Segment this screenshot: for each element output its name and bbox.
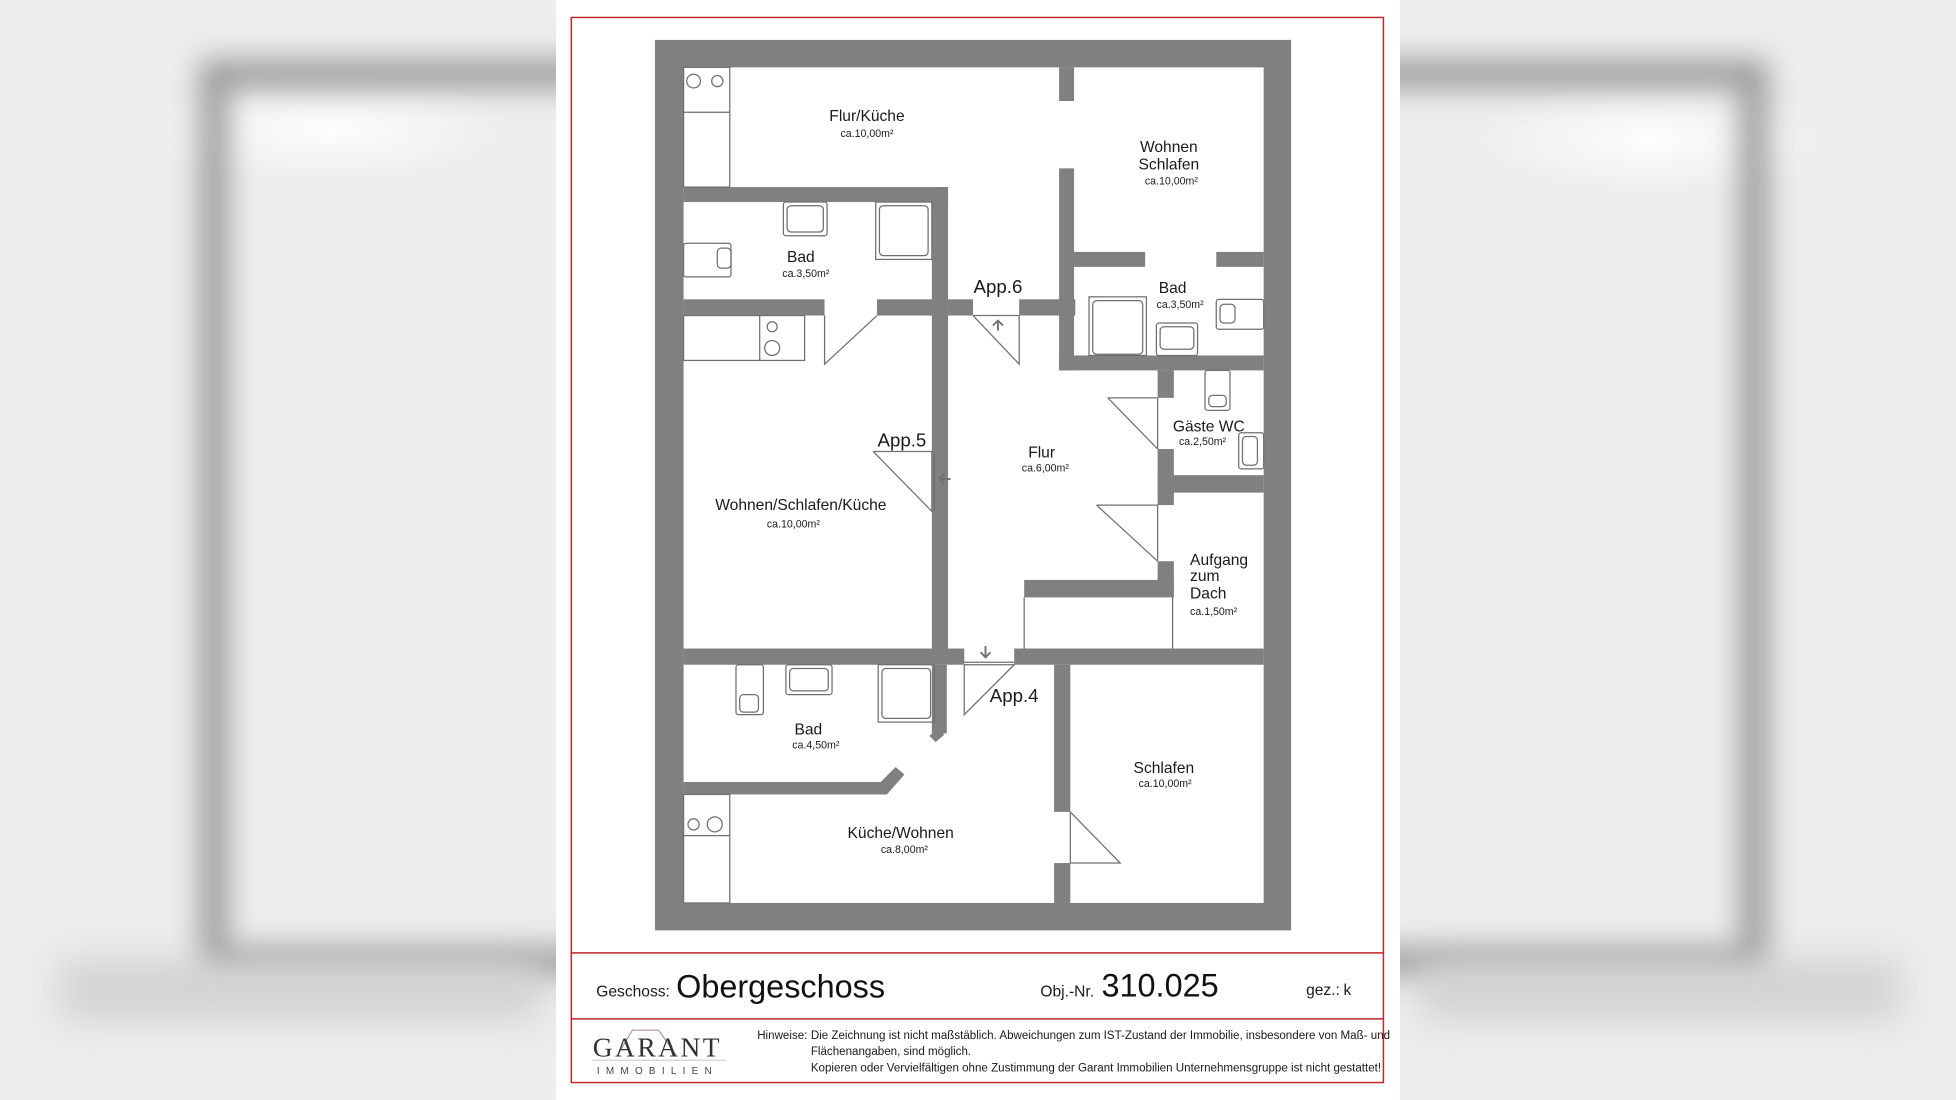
room-labels: Flur/Küche ca.10,00m² Wohnen Schlafen ca… bbox=[715, 108, 1248, 856]
room-area: ca.2,50m² bbox=[1179, 436, 1227, 448]
garant-logo: GARANT IMMOBILIEN bbox=[592, 1029, 727, 1077]
drawn-by-value: k bbox=[1344, 982, 1352, 999]
apartment-label: App.5 bbox=[877, 429, 926, 450]
room-name: Schlafen bbox=[1134, 760, 1195, 777]
room-name: Wohnen/Schlafen/Küche bbox=[715, 497, 886, 514]
blurred-band bbox=[1420, 960, 1900, 1020]
apartment-label: App.4 bbox=[990, 685, 1039, 706]
room-name: Flur bbox=[1028, 445, 1055, 462]
room-name: Schlafen bbox=[1139, 157, 1200, 174]
room-area: ca.1,50m² bbox=[1190, 606, 1238, 618]
room-name: zum bbox=[1190, 568, 1219, 585]
floor-value: Obergeschoss bbox=[676, 969, 885, 1005]
room-area: ca.6,00m² bbox=[1022, 462, 1070, 474]
room-area: ca.3,50m² bbox=[1157, 299, 1205, 311]
room-name: Aufgang bbox=[1190, 552, 1248, 569]
object-number-label: Obj.-Nr. bbox=[1040, 983, 1094, 1000]
logo-text: GARANT bbox=[593, 1032, 722, 1062]
room-name: Gäste WC bbox=[1173, 419, 1245, 436]
object-number-value: 310.025 bbox=[1101, 967, 1218, 1003]
apartment-label: App.6 bbox=[974, 276, 1023, 297]
room-area: ca.3,50m² bbox=[782, 268, 830, 280]
room-name: Küche/Wohnen bbox=[848, 825, 954, 842]
blurred-band bbox=[60, 960, 540, 1020]
room-area: ca.10,00m² bbox=[1139, 778, 1192, 790]
notes-line-2: Flächenangaben, sind möglich. bbox=[811, 1046, 971, 1058]
notes-label: Hinweise: bbox=[757, 1030, 807, 1042]
fixtures bbox=[682, 66, 1265, 904]
room-area: ca.4,50m² bbox=[792, 739, 840, 751]
logo-subtext: IMMOBILIEN bbox=[597, 1066, 718, 1077]
notes-line-3: Kopieren oder Vervielfältigen ohne Zusti… bbox=[811, 1062, 1381, 1074]
room-area: ca.10,00m² bbox=[767, 519, 820, 531]
notes-line-1: Die Zeichnung ist nicht maßstäblich. Abw… bbox=[811, 1030, 1390, 1042]
drawn-by-label: gez.: bbox=[1306, 982, 1340, 999]
room-area: ca.10,00m² bbox=[840, 128, 893, 140]
room-name: Bad bbox=[1159, 280, 1187, 297]
room-name: Wohnen bbox=[1140, 139, 1198, 156]
sheet-frame bbox=[570, 16, 1385, 1084]
floor-label: Geschoss: bbox=[596, 983, 670, 1000]
room-name: Bad bbox=[787, 249, 815, 266]
room-area: ca.8,00m² bbox=[881, 844, 929, 856]
title-block: Geschoss: Obergeschoss Obj.-Nr. 310.025 … bbox=[592, 967, 1390, 1077]
room-name: Dach bbox=[1190, 586, 1226, 603]
apartment-labels: App.6 App.5 App.4 bbox=[877, 276, 1038, 706]
room-area: ca.10,00m² bbox=[1145, 176, 1198, 188]
interior-walls bbox=[683, 67, 1264, 903]
room-name: Flur/Küche bbox=[829, 108, 904, 125]
entry-arrow-icons bbox=[938, 319, 1004, 659]
room-name: Bad bbox=[794, 722, 822, 739]
